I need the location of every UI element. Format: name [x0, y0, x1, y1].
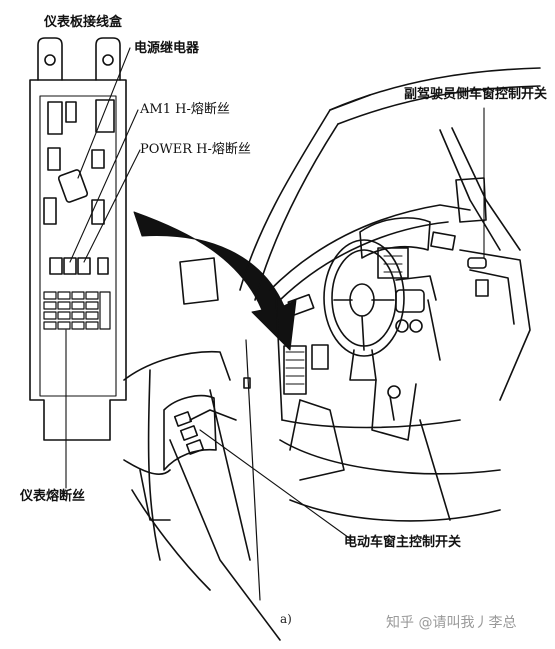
watermark: 知乎 @请叫我丿李总	[386, 615, 517, 631]
label-am1-fuse: AM1 H-熔断丝	[140, 102, 230, 117]
car-leaders	[199, 107, 485, 541]
label-power-relay: 电源继电器	[134, 41, 200, 56]
label-instrument-fuse: 仪表熔断丝	[20, 489, 86, 504]
label-power-fuse: POWER H-熔断丝	[140, 142, 251, 157]
label-passenger-window-switch: 副驾驶员侧车窗控制开关	[404, 87, 548, 102]
junction-box-leaders	[65, 47, 141, 489]
junction-box	[29, 37, 127, 441]
car-interior	[123, 67, 541, 641]
figure-caption: a)	[280, 612, 292, 626]
label-junction-box: 仪表板接线盒	[44, 15, 123, 30]
label-master-window-switch: 电动车窗主控制开关	[344, 535, 462, 550]
pointer-arrow	[133, 211, 297, 351]
